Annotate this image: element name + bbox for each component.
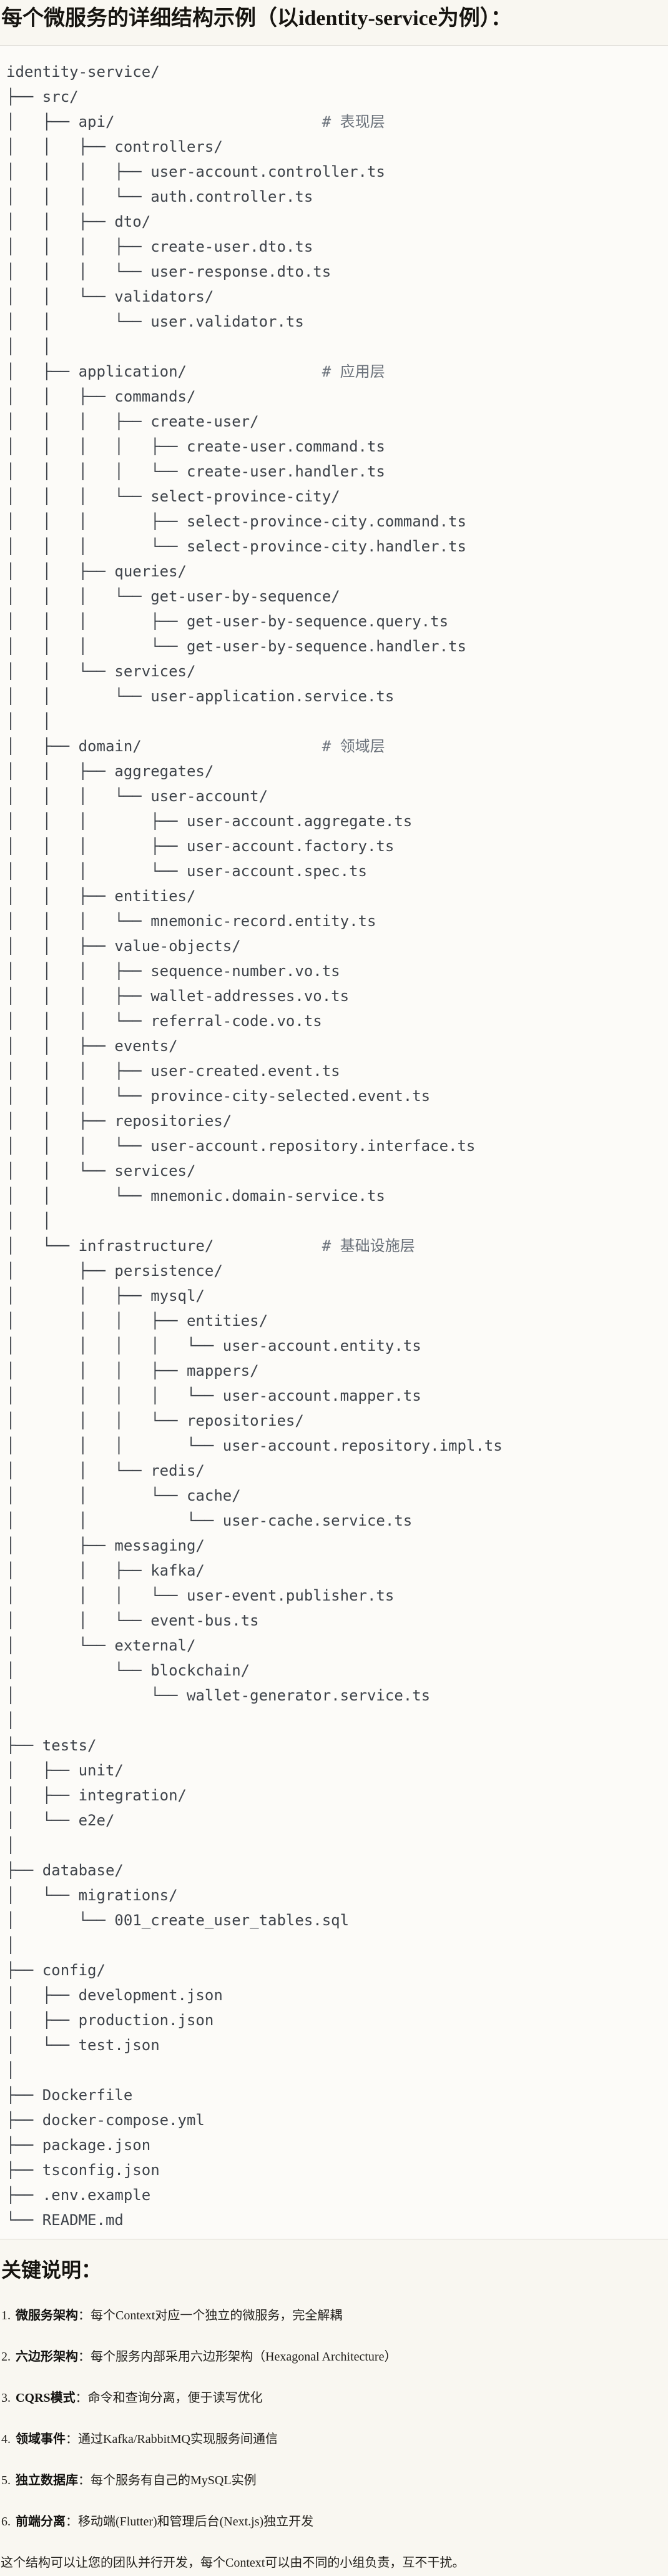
notes-heading: 关键说明： (1, 2259, 102, 2281)
note-label: CQRS模式 (16, 2391, 76, 2405)
note-number: 4. (1, 2432, 11, 2446)
note-item: 2. 六边形架构：每个服务内部采用六边形架构（Hexagonal Architec… (1, 2348, 662, 2366)
note-number: 3. (1, 2391, 11, 2405)
note-number: 2. (1, 2350, 11, 2364)
note-text: ：每个Context对应一个独立的微服务，完全解耦 (78, 2309, 343, 2322)
note-text: ：命令和查询分离，便于读写优化 (75, 2391, 263, 2405)
note-number: 5. (1, 2474, 11, 2487)
code-comment: # 应用层 (322, 363, 385, 380)
note-text: ：移动端(Flutter)和管理后台(Next.js)独立开发 (66, 2515, 314, 2529)
code-comment: # 领域层 (322, 738, 385, 755)
page-title: 每个微服务的详细结构示例（以identity-service为例）： (1, 7, 512, 30)
note-item: 5. 独立数据库：每个服务有自己的MySQL实例 (1, 2472, 662, 2489)
note-label: 前端分离 (16, 2515, 66, 2529)
note-label: 独立数据库 (16, 2474, 78, 2487)
note-item: 3. CQRS模式：命令和查询分离，便于读写优化 (1, 2389, 662, 2407)
note-label: 微服务架构 (16, 2309, 78, 2322)
code-comment: # 基础设施层 (322, 1237, 415, 1255)
code-comment: # 表现层 (322, 113, 385, 131)
note-text: ：每个服务内部采用六边形架构（Hexagonal Architecture） (78, 2350, 397, 2364)
note-label: 领域事件 (16, 2432, 66, 2446)
note-number: 1. (1, 2309, 11, 2322)
note-label: 六边形架构 (16, 2350, 78, 2364)
code-tree: identity-service/ ├── src/ │ ├── api/ # … (0, 45, 668, 2239)
note-item: 4. 领域事件：通过Kafka/RabbitMQ实现服务间通信 (1, 2430, 662, 2448)
note-text: ：通过Kafka/RabbitMQ实现服务间通信 (66, 2432, 278, 2446)
note-item: 6. 前端分离：移动端(Flutter)和管理后台(Next.js)独立开发 (1, 2513, 662, 2530)
note-text: ：每个服务有自己的MySQL实例 (78, 2474, 257, 2487)
footer-note: 这个结构可以让您的团队并行开发，每个Context可以由不同的小组负责，互不干扰… (1, 2556, 465, 2570)
note-number: 6. (1, 2515, 11, 2529)
note-item: 1. 微服务架构：每个Context对应一个独立的微服务，完全解耦 (1, 2307, 662, 2324)
